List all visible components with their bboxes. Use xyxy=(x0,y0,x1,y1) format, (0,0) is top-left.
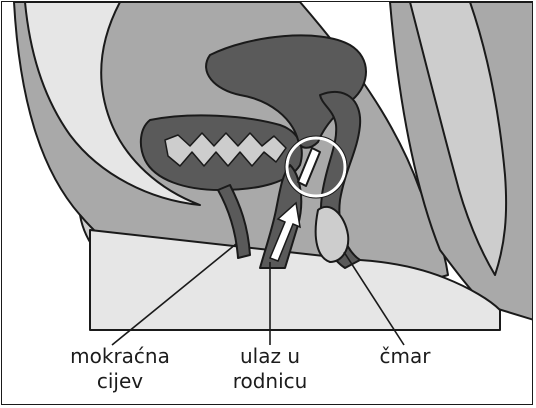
label-vaginal-opening: ulaz u rodnicu xyxy=(218,344,322,394)
label-anus: čmar xyxy=(370,344,440,369)
label-urethra: mokraćna cijev xyxy=(58,344,182,394)
